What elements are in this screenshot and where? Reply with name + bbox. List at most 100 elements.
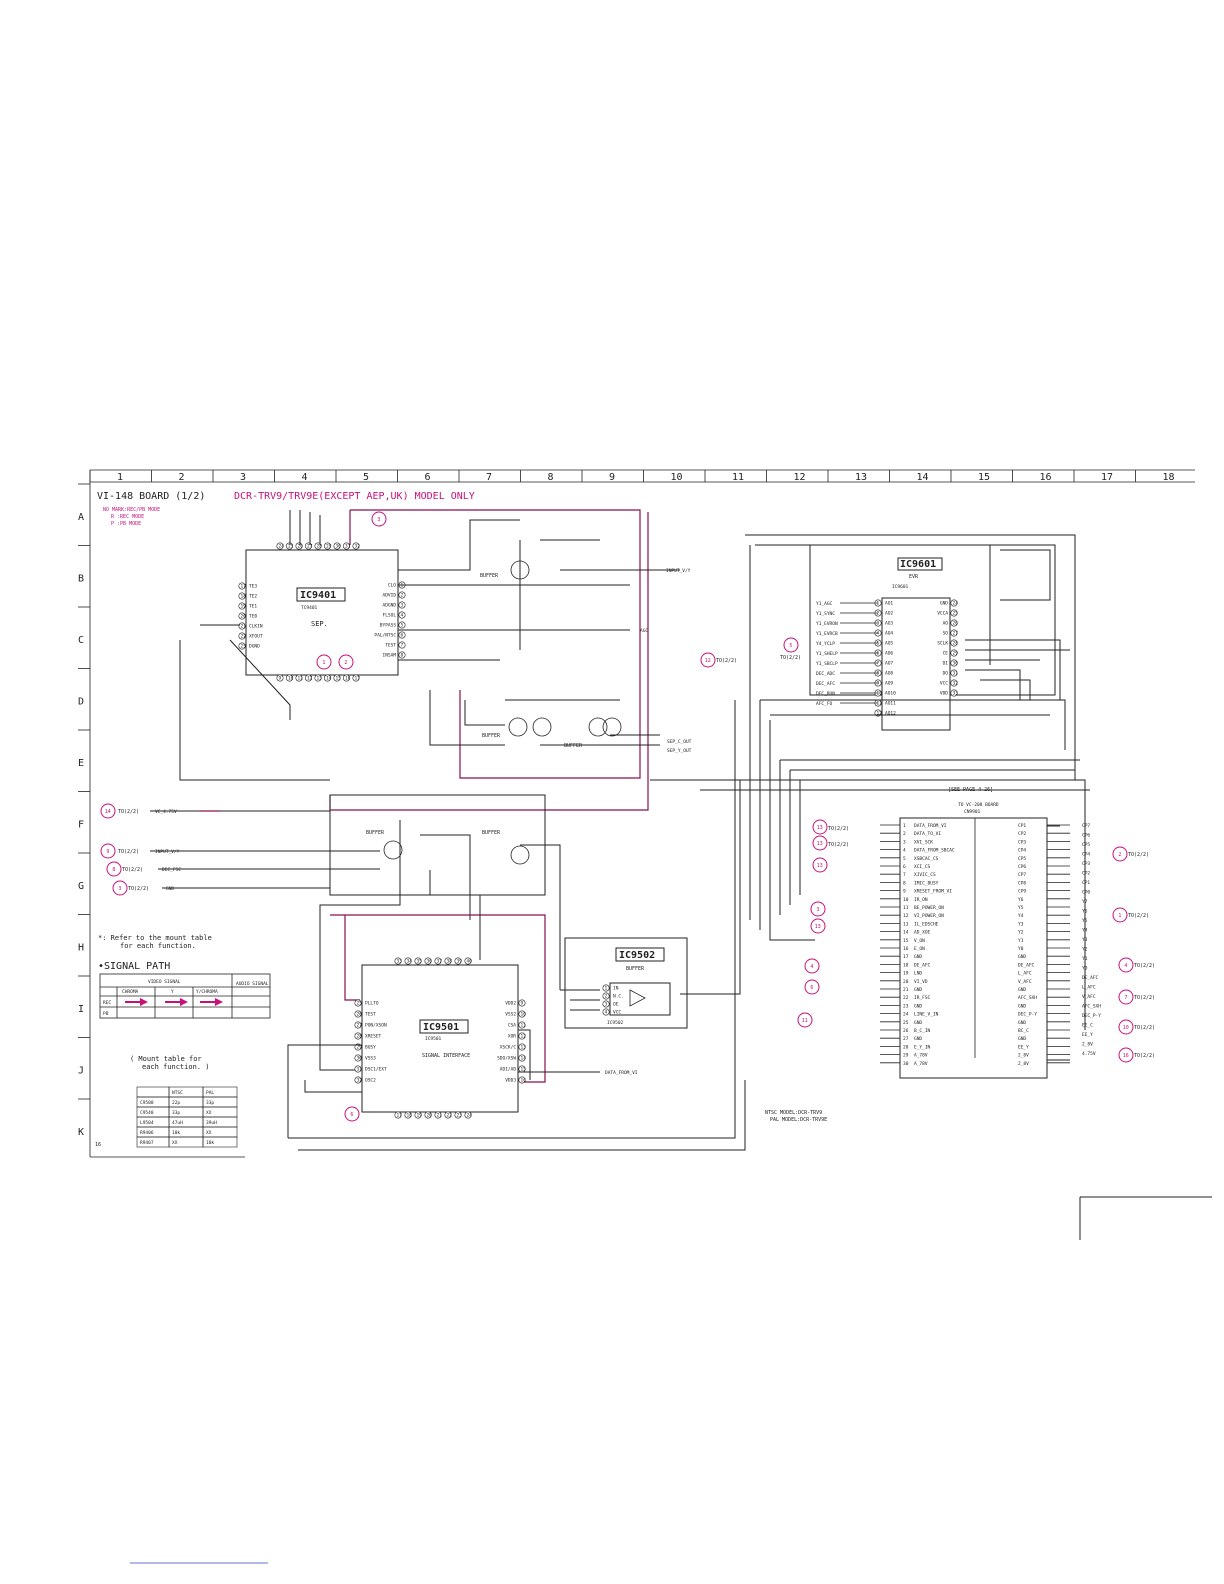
col-label: 15: [978, 472, 990, 483]
col-label: 2: [179, 472, 185, 483]
pin: [398, 591, 406, 599]
connector-dest: EE_Y: [1018, 1044, 1029, 1050]
connector-signal: IR_FSC: [914, 995, 931, 1001]
pin-number: 11: [877, 701, 883, 707]
pin-name: DSC1/EXT: [365, 1067, 387, 1073]
pin: [238, 612, 246, 620]
pin-number: 10: [288, 676, 294, 682]
right-signal: Y2: [1082, 947, 1088, 953]
pin-number: 30: [357, 1056, 363, 1062]
pin: [464, 1111, 472, 1119]
pin: [414, 1111, 422, 1119]
pin-number: 29: [357, 1045, 363, 1051]
pin-name: AO5: [885, 641, 893, 647]
pin: [354, 1054, 362, 1062]
connector-signal: GND: [914, 1036, 922, 1042]
connector-dest: 2_8V: [1018, 1061, 1029, 1067]
pin: [398, 621, 406, 629]
connector-pin: 29: [903, 1053, 909, 1059]
row-label: E: [78, 758, 84, 769]
connector-cn9901: [SEE PAGE 4-26] TO VC-208 BOARD CN9901 1…: [880, 787, 1070, 1079]
right-signal: CP6: [1082, 833, 1090, 839]
buffer-label-1: BUFFER: [480, 573, 499, 579]
mount-cell: 33p: [206, 1100, 214, 1106]
pin-name: CE: [943, 651, 949, 657]
pin-number: 8: [877, 671, 880, 677]
connector-signal: DATA_TO_VI: [914, 831, 941, 837]
pin-number: 27: [307, 544, 313, 550]
pin: [238, 642, 246, 650]
mount-caption-1: ( Mount table for: [130, 1055, 202, 1063]
pin-number: 9: [279, 676, 282, 682]
pin-number: 26: [953, 621, 959, 627]
marker-number: 8: [112, 867, 115, 873]
pin: [950, 609, 958, 617]
pin: [950, 629, 958, 637]
ic9601-part: IC9601: [892, 584, 909, 590]
pin-number: 3: [401, 603, 404, 609]
connector-dest: AFC_SXH: [1018, 995, 1037, 1001]
pin: [434, 1111, 442, 1119]
right-signal: EE_Y: [1082, 1032, 1093, 1038]
connector-dest: Y4: [1018, 913, 1024, 919]
mount-cell: 10k: [172, 1130, 180, 1136]
pin-number: 28: [357, 1034, 363, 1040]
pin-number: 16: [521, 1078, 527, 1084]
pin: [354, 1065, 362, 1073]
connector-signal: DATA_FROM_SBCAC: [914, 848, 955, 854]
pin: [454, 1111, 462, 1119]
row-label: K: [78, 1127, 84, 1138]
col-label: 1: [117, 472, 123, 483]
pin-number: 6: [877, 651, 880, 657]
pin-number: 1: [605, 986, 608, 992]
pin: [238, 592, 246, 600]
right-signal: CP3: [1082, 861, 1090, 867]
pin-number: 32: [953, 681, 959, 687]
col-label: 13: [855, 472, 867, 483]
connector-pin: 14: [903, 930, 909, 936]
pin-number: 24: [467, 1113, 473, 1119]
col-y: Y: [171, 989, 174, 995]
output-input-vy: INPUT_V/Y: [666, 568, 691, 574]
to-label-3: TO(2/2): [128, 886, 149, 892]
connector-signal: LINE_V_IN: [914, 1012, 939, 1018]
pin: [950, 649, 958, 657]
pin: [454, 957, 462, 965]
pin: [444, 957, 452, 965]
marker-number: 3: [118, 886, 121, 892]
pin-number: 22: [241, 634, 247, 640]
marker-number: 7: [1124, 995, 1127, 1001]
marker-circle: [812, 857, 828, 873]
pin-name: GND: [940, 601, 948, 607]
ic9601-input: Y1_AGC: [816, 601, 833, 607]
marker-number: 1: [1118, 913, 1121, 919]
right-signal: L_AFC: [1082, 985, 1096, 991]
mount-cell: C9548: [140, 1110, 154, 1116]
marker-number: 2: [344, 660, 347, 666]
connector-pin: 24: [903, 1012, 909, 1018]
pin: [295, 674, 303, 682]
pin: [464, 957, 472, 965]
connector-dest: 2_8V: [1018, 1053, 1029, 1059]
marker-number: 4: [1124, 963, 1127, 969]
pin: [352, 542, 360, 550]
marker-number: 6: [810, 985, 813, 991]
connector-pin: 20: [903, 979, 909, 985]
ic9401-part: TC9401: [301, 605, 318, 611]
pin: [354, 1021, 362, 1029]
pin-name: VCCA: [937, 611, 948, 617]
pin-name: VSS2: [505, 1012, 516, 1018]
pin-name: ADGND: [383, 603, 397, 609]
pin-number: 20: [427, 1113, 433, 1119]
pin-name: DO: [943, 671, 949, 677]
right-signal: EE_C: [1082, 1023, 1093, 1029]
right-signal: Y0: [1082, 966, 1088, 972]
pin-number: 32: [355, 544, 361, 550]
connector-signal: XJVIC_CS: [914, 872, 936, 878]
connector-ref: CN9901: [964, 809, 981, 815]
pin: [323, 674, 331, 682]
pin: [950, 679, 958, 687]
row-label: G: [78, 881, 84, 892]
mount-cell: 39uH: [206, 1120, 217, 1126]
